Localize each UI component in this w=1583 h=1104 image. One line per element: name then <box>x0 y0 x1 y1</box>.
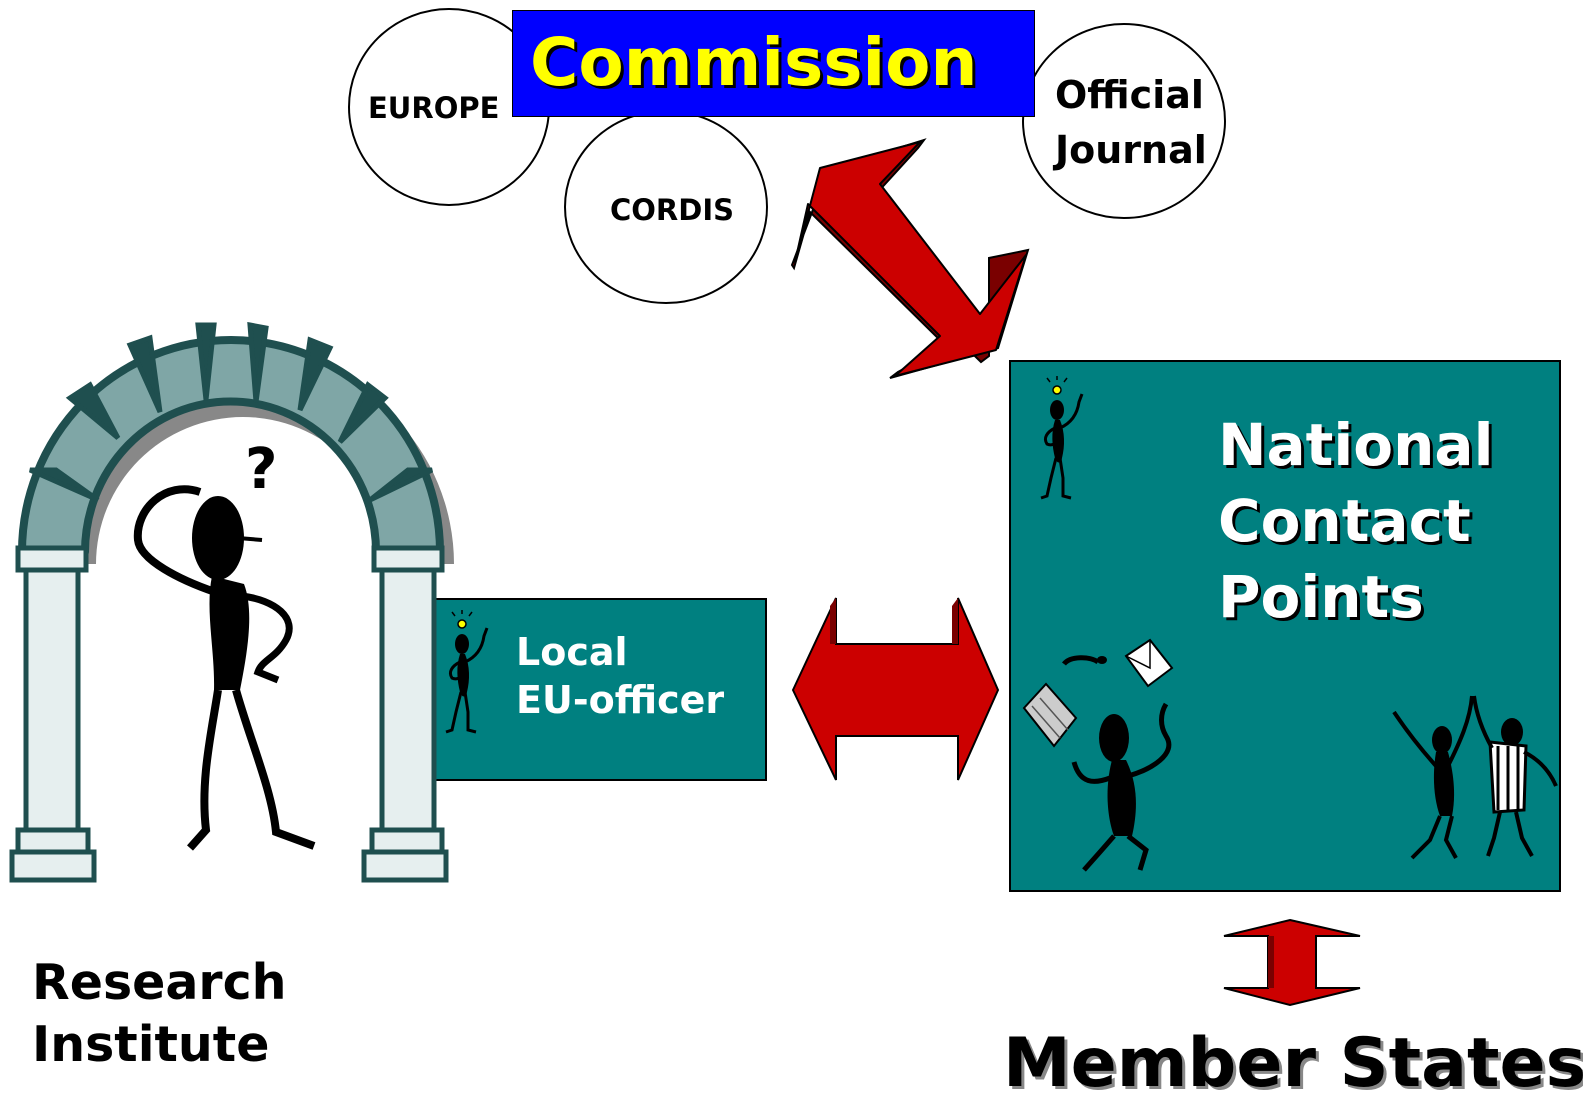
ncp-figure-icon <box>1039 374 1084 500</box>
national-contact-points-box <box>1009 360 1561 892</box>
commission-box <box>512 10 1035 117</box>
research-institute-arch <box>9 321 454 883</box>
keyboard-icon <box>1022 682 1078 748</box>
member-states-label: Member States <box>1003 1024 1583 1103</box>
commission-ncp-arrow <box>790 138 1030 379</box>
official-journal-circle <box>1022 23 1226 219</box>
thinking-figure-icon: ? <box>133 437 316 851</box>
commission-label: Commission <box>530 24 978 101</box>
juggling-figure-icon <box>1022 638 1174 872</box>
europe-label: EUROPE <box>368 91 500 125</box>
officer-figure-icon <box>444 608 489 734</box>
envelope-icon <box>1124 638 1174 688</box>
officer-ncp-arrow <box>791 597 1000 781</box>
research-line-1: Research <box>32 954 287 1011</box>
official-journal-line-1: Official <box>1055 73 1204 117</box>
ncp-line-1: National <box>1218 411 1494 479</box>
ncp-line-2: Contact <box>1218 487 1471 555</box>
research-institute-label: Research Institute <box>32 952 287 1076</box>
local-eu-officer-label: Local EU-officer <box>516 628 724 724</box>
official-journal-label: Official Journal <box>1055 68 1207 178</box>
officer-line-1: Local <box>516 630 628 674</box>
national-contact-points-label: National Contact Points <box>1218 407 1493 635</box>
ncp-line-3: Points <box>1218 563 1424 631</box>
cordis-label: CORDIS <box>610 193 735 227</box>
officer-line-2: EU-officer <box>516 678 725 722</box>
ncp-member-states-arrow <box>1223 918 1361 1007</box>
high-five-figures-icon <box>1392 695 1558 860</box>
research-line-2: Institute <box>32 1016 270 1073</box>
svg-text:?: ? <box>245 437 277 502</box>
official-journal-line-2: Journal <box>1055 128 1207 172</box>
